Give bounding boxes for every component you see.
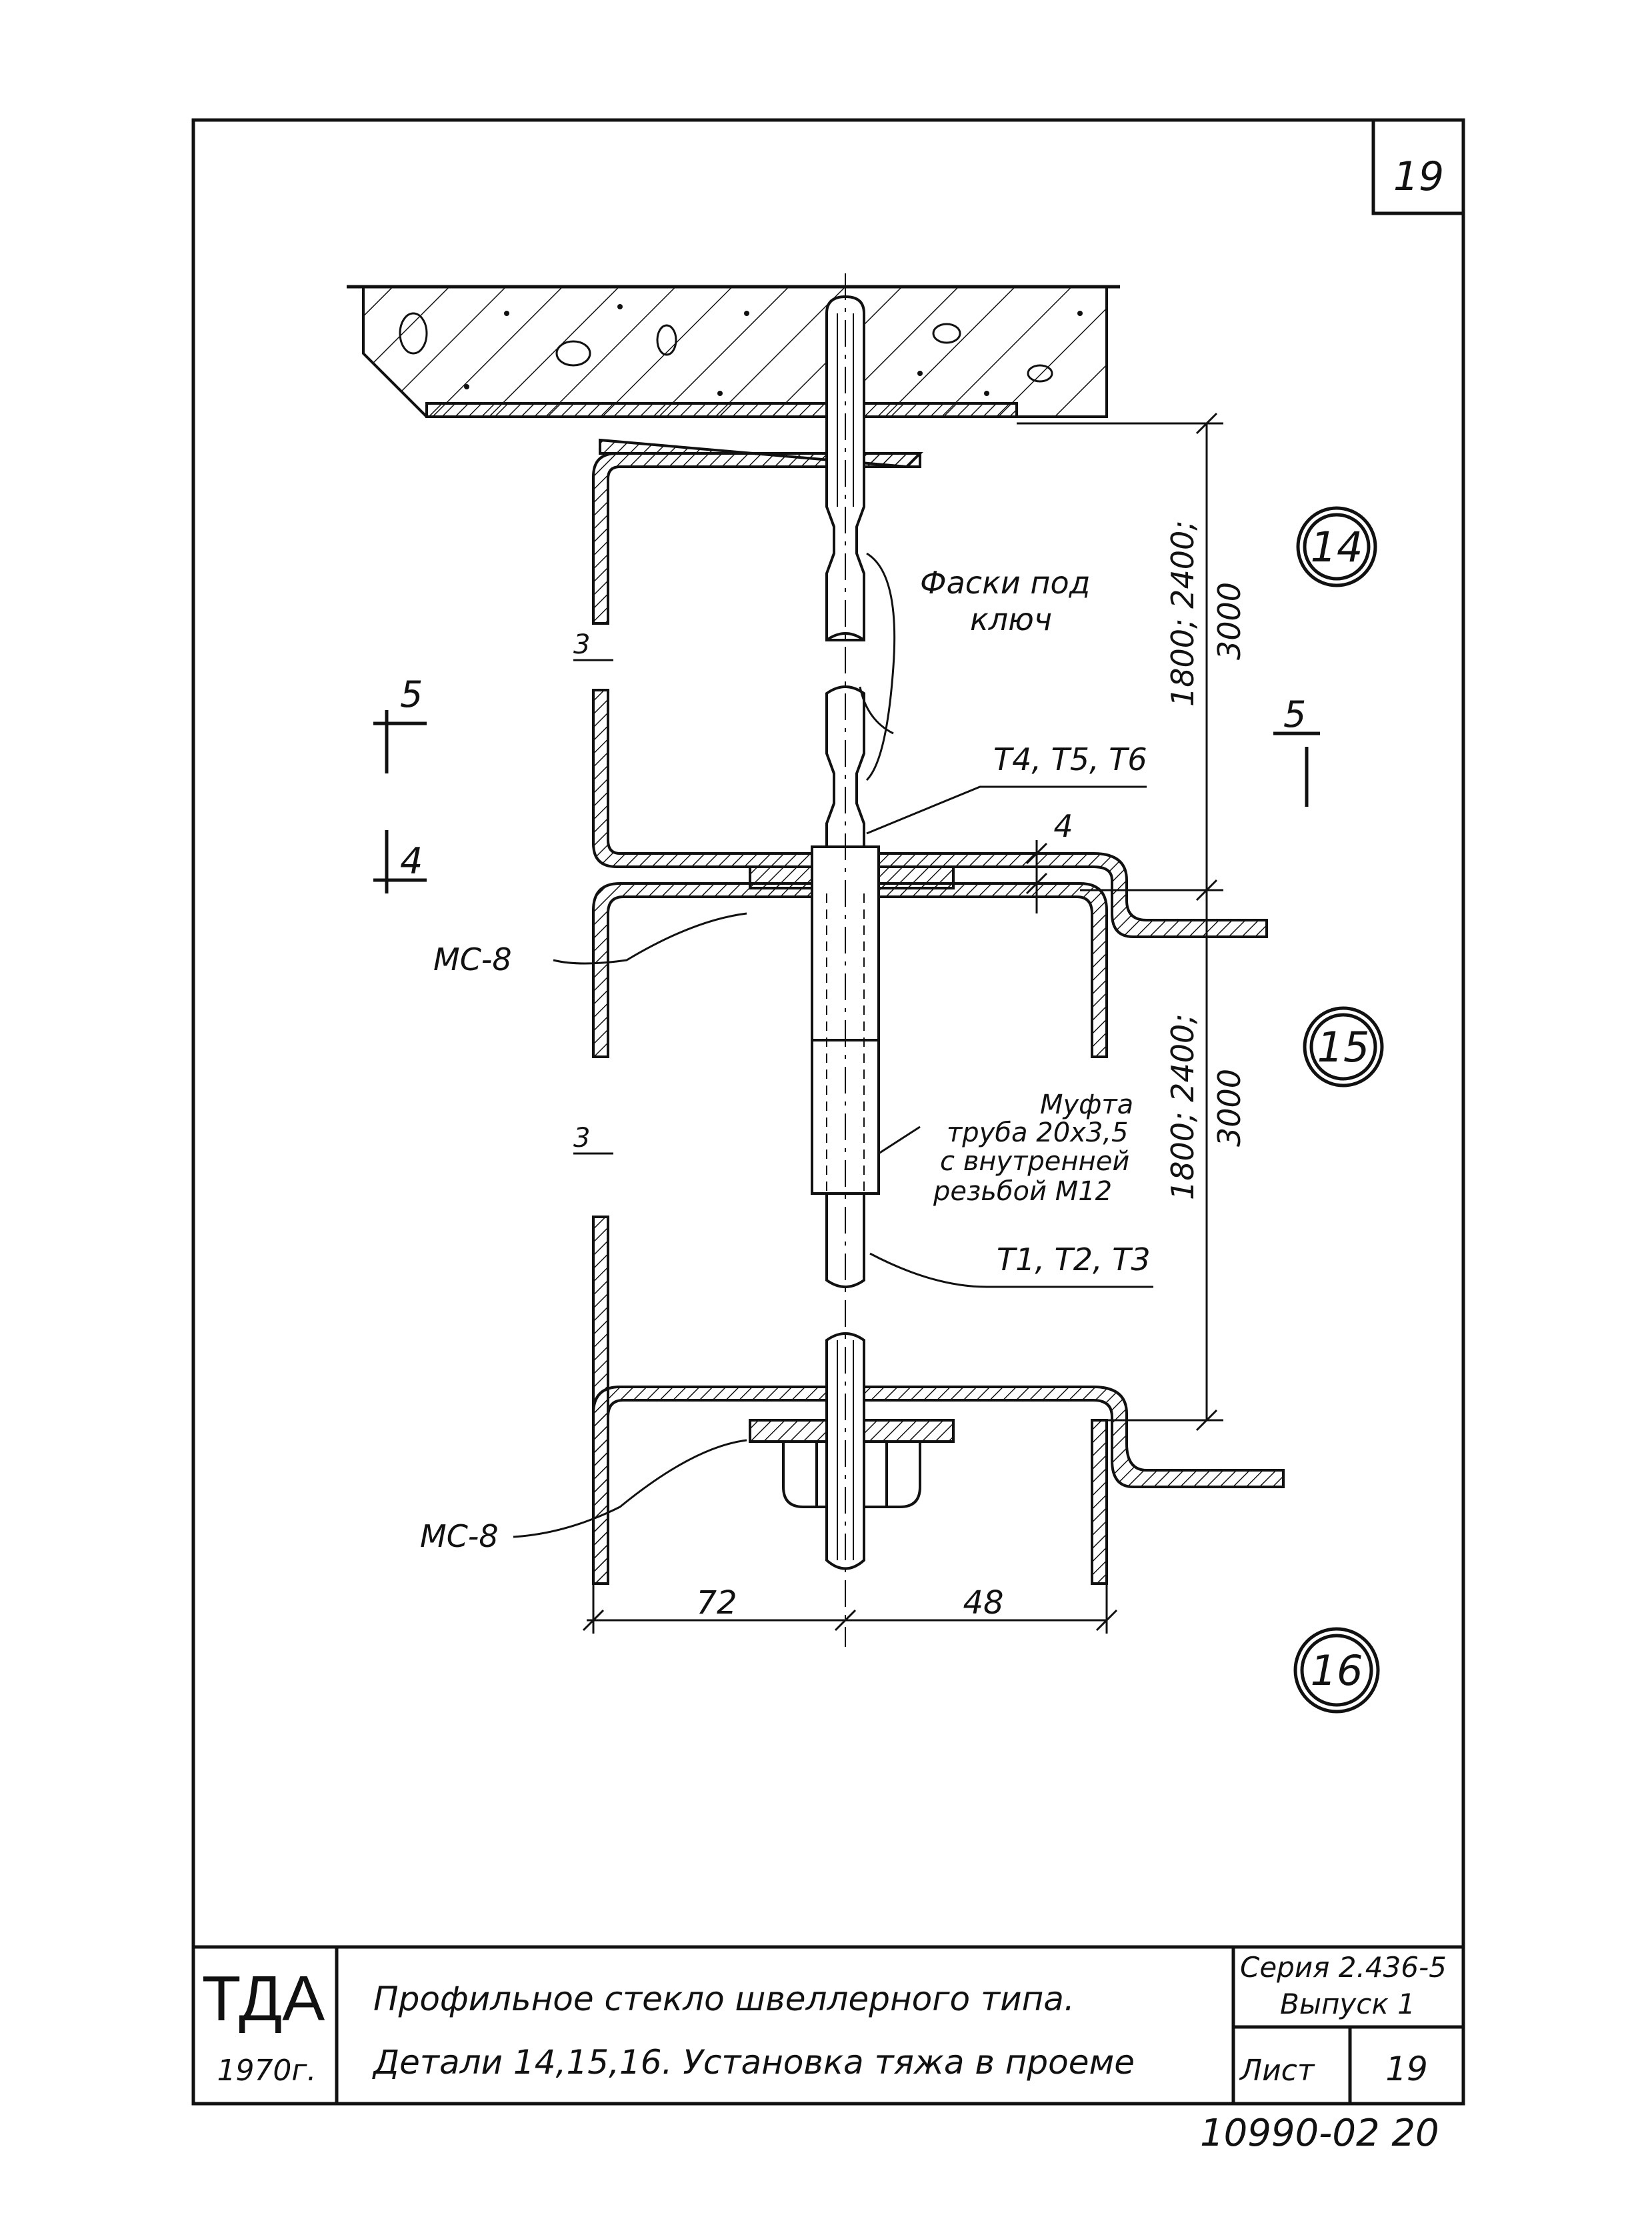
embedded-plate	[425, 402, 1018, 418]
concrete-slab	[347, 285, 1120, 418]
label-t123: Т1, Т2, Т3	[997, 1242, 1151, 1278]
section-markers	[373, 710, 1320, 893]
corner-number: 19	[1393, 153, 1444, 200]
label-coupling-4: резьбой М12	[933, 1176, 1112, 1207]
sheet-frame	[191, 118, 1465, 2106]
weld-3-lower: 3	[573, 1123, 590, 1154]
title-issue: Выпуск 1	[1280, 1988, 1415, 2020]
callout-16: 16	[1311, 1646, 1363, 1695]
callout-14: 14	[1311, 523, 1363, 571]
title-sheet-label: Лист	[1239, 2054, 1315, 2088]
title-block	[335, 1947, 1463, 2104]
title-year: 1970г.	[217, 2054, 316, 2088]
label-t456: Т4, Т5, Т6	[993, 741, 1147, 777]
detail-15-lower-channel	[592, 882, 1108, 1058]
dim-gap: 4	[1053, 808, 1073, 844]
detail-16-channel	[592, 1216, 1285, 1585]
section-left-bottom: 4	[400, 840, 423, 882]
title-org: ТДА	[202, 1963, 325, 2034]
title-line-2: Детали 14,15,16. Установка тяжа в проеме	[372, 2043, 1135, 2082]
leader-lines	[513, 552, 1153, 1538]
detail-15-upper-channel	[592, 689, 1268, 938]
dim-height-upper-1: 1800; 2400;	[1165, 520, 1201, 707]
label-coupling-2: труба 20х3,5	[947, 1118, 1128, 1148]
dim-right: 48	[963, 1584, 1003, 1622]
section-left-top: 5	[400, 673, 423, 715]
dim-height-lower-1: 1800; 2400;	[1165, 1013, 1201, 1200]
dim-left: 72	[696, 1584, 737, 1622]
rod-t1t2t3-upper	[825, 1192, 865, 1288]
label-ms8-lower: МС-8	[420, 1518, 499, 1554]
label-coupling-3: с внутренней	[940, 1146, 1129, 1177]
weld-3-upper: 3	[573, 629, 590, 660]
title-sheet-number: 19	[1385, 2050, 1428, 2088]
title-series: Серия 2.436-5	[1240, 1951, 1447, 1984]
dim-height-lower-2: 3000	[1211, 1069, 1247, 1147]
callout-circles	[1293, 506, 1384, 1714]
callout-15: 15	[1317, 1023, 1370, 1071]
label-chamfer-2: ключ	[970, 601, 1052, 637]
label-coupling-1: Муфта	[1040, 1089, 1133, 1120]
label-chamfer-1: Фаски под	[920, 565, 1090, 601]
footer-code: 10990-02 20	[1200, 2112, 1439, 2155]
label-ms8-upper: МС-8	[433, 941, 512, 977]
section-right: 5	[1283, 693, 1306, 735]
detail-14-channel	[592, 452, 921, 625]
corner-number-box: 19	[1371, 118, 1465, 215]
title-line-1: Профильное стекло швеллерного типа.	[373, 1980, 1075, 2018]
dimension-lines	[573, 412, 1223, 1634]
middle-rod	[825, 685, 865, 848]
dim-height-upper-2: 3000	[1211, 582, 1247, 660]
